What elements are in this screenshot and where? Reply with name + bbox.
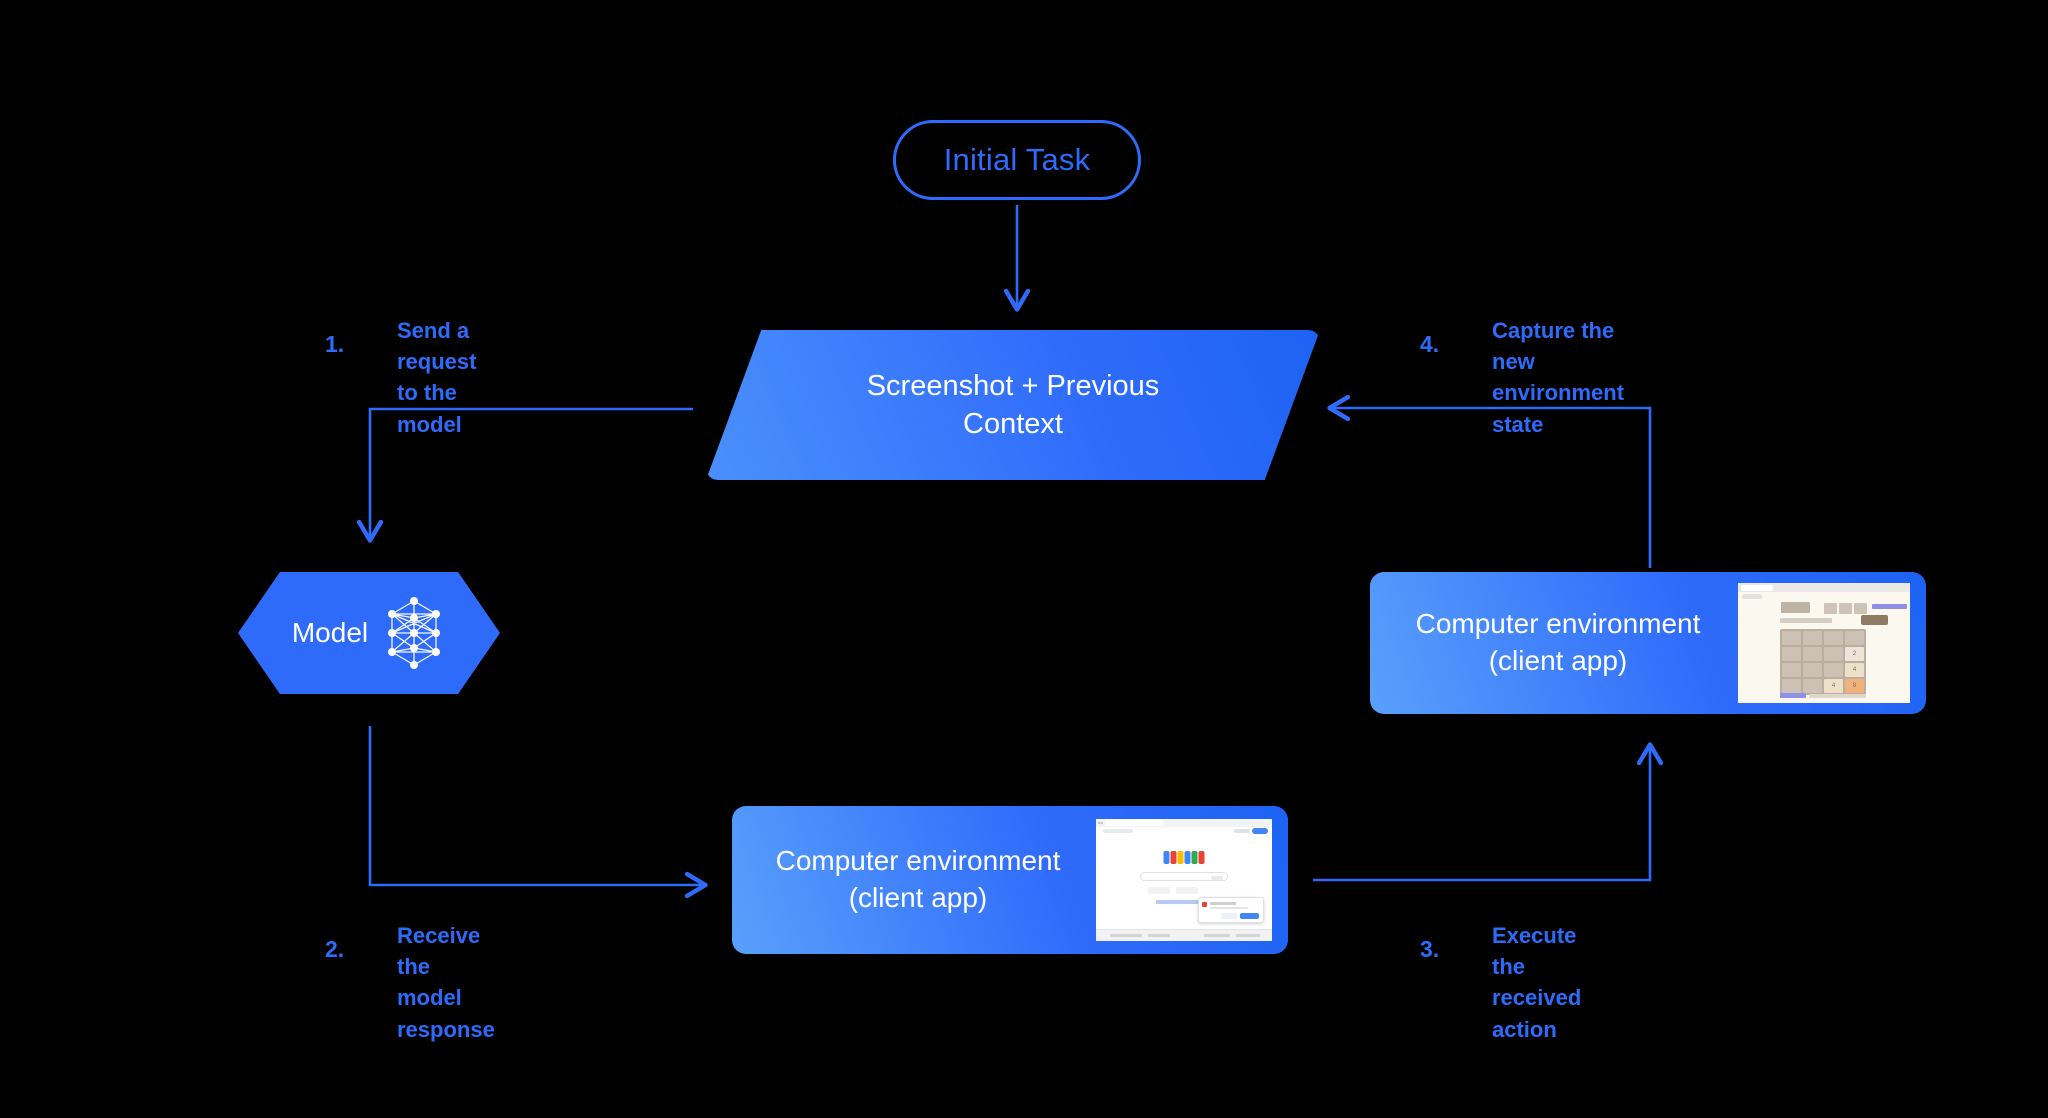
game-title [1781, 602, 1810, 613]
google-search-button[interactable] [1148, 887, 1170, 894]
page-footer [1096, 929, 1272, 941]
tile [1824, 663, 1843, 677]
context-line-1: Screenshot + Previous [866, 369, 1160, 402]
env-right-line-2: (client app) [1488, 645, 1628, 676]
step-4-number: 4. [1420, 331, 1440, 357]
node-context[interactable]: Screenshot + Previous Context [706, 330, 1320, 480]
best-score-box [1839, 603, 1852, 614]
tile-4: 4 [1845, 663, 1864, 677]
tile [1824, 631, 1843, 645]
env-bottom-line-1: Computer environment [775, 845, 1061, 877]
tile [1782, 631, 1801, 645]
tile [1803, 647, 1822, 661]
browser-tab-bar [1738, 583, 1910, 592]
step-3-text: Execute the received action [1492, 923, 1582, 1042]
node-initial-task[interactable]: Initial Task [893, 120, 1141, 200]
new-game-button[interactable] [1861, 615, 1888, 625]
step-1-number: 1. [325, 331, 345, 357]
score-box [1824, 603, 1837, 614]
env-right-line-1: Computer environment [1415, 608, 1701, 640]
context-label: Screenshot + Previous Context [706, 330, 1320, 480]
edge-model-to-env-bottom [368, 726, 708, 899]
dialog-popup[interactable] [1198, 897, 1264, 923]
dialog-icon [1202, 902, 1207, 907]
dialog-body [1210, 907, 1248, 909]
context-shape [706, 330, 1320, 480]
language-links[interactable] [1156, 900, 1212, 904]
score-box-extra [1854, 603, 1867, 614]
tile [1803, 663, 1822, 677]
browser-chrome [1096, 819, 1272, 827]
dialog-primary-button[interactable] [1240, 913, 1259, 919]
address-bar [1103, 829, 1133, 833]
initial-task-label: Initial Task [943, 142, 1091, 177]
footer-link [1204, 934, 1230, 937]
tile [1803, 631, 1822, 645]
mic-icon[interactable] [1211, 875, 1223, 880]
env-bottom-label: Computer environment (client app) [732, 843, 1096, 917]
model-shape [238, 572, 500, 694]
tile [1824, 647, 1843, 661]
footer-text [1809, 694, 1866, 698]
dialog-secondary-button[interactable] [1221, 913, 1237, 919]
dialog-title [1210, 902, 1236, 905]
google-search-screenshot [1096, 819, 1272, 941]
window-controls [1098, 822, 1103, 824]
edge-env-bottom-to-env-right [1313, 742, 1664, 882]
node-env-bottom[interactable]: Computer environment (client app) [732, 806, 1288, 954]
model-content: Model [238, 572, 500, 694]
node-model[interactable]: Model [238, 572, 500, 694]
feeling-lucky-button[interactable] [1176, 887, 1198, 894]
top-right-links [1234, 829, 1250, 833]
header-link [1872, 604, 1907, 609]
tile-2: 2 [1845, 647, 1864, 661]
step-4-text: Capture the new environment state [1492, 318, 1625, 437]
tile [1803, 679, 1822, 693]
step-3-number: 3. [1420, 936, 1440, 962]
step-1-text: Send a request to the model [397, 318, 477, 437]
neural-network-icon [388, 597, 441, 669]
browser-tab [1741, 584, 1773, 591]
tile [1782, 663, 1801, 677]
footer-link [1236, 934, 1260, 937]
browser-tab [1105, 820, 1163, 826]
context-line-2: Context [963, 408, 1063, 440]
tile [1782, 679, 1801, 693]
model-label: Model [291, 617, 369, 648]
env-bottom-thumbnail [1096, 819, 1272, 941]
footer-link [1780, 693, 1806, 698]
footer-link [1110, 934, 1142, 937]
env-right-label: Computer environment (client app) [1370, 606, 1738, 680]
address-bar [1742, 594, 1762, 599]
sign-in-button[interactable] [1252, 828, 1268, 834]
google-logo-icon [1163, 851, 1205, 864]
tile-8: 8 [1845, 679, 1864, 693]
footer-link [1148, 934, 1170, 937]
step-2-number: 2. [325, 936, 345, 962]
env-bottom-line-2: (client app) [848, 882, 988, 913]
tile [1845, 631, 1864, 645]
game-subtitle [1780, 618, 1832, 623]
tile [1782, 647, 1801, 661]
search-input[interactable] [1140, 872, 1228, 881]
tile-4: 4 [1824, 679, 1843, 693]
step-2-text: Receive the model response [397, 923, 495, 1042]
